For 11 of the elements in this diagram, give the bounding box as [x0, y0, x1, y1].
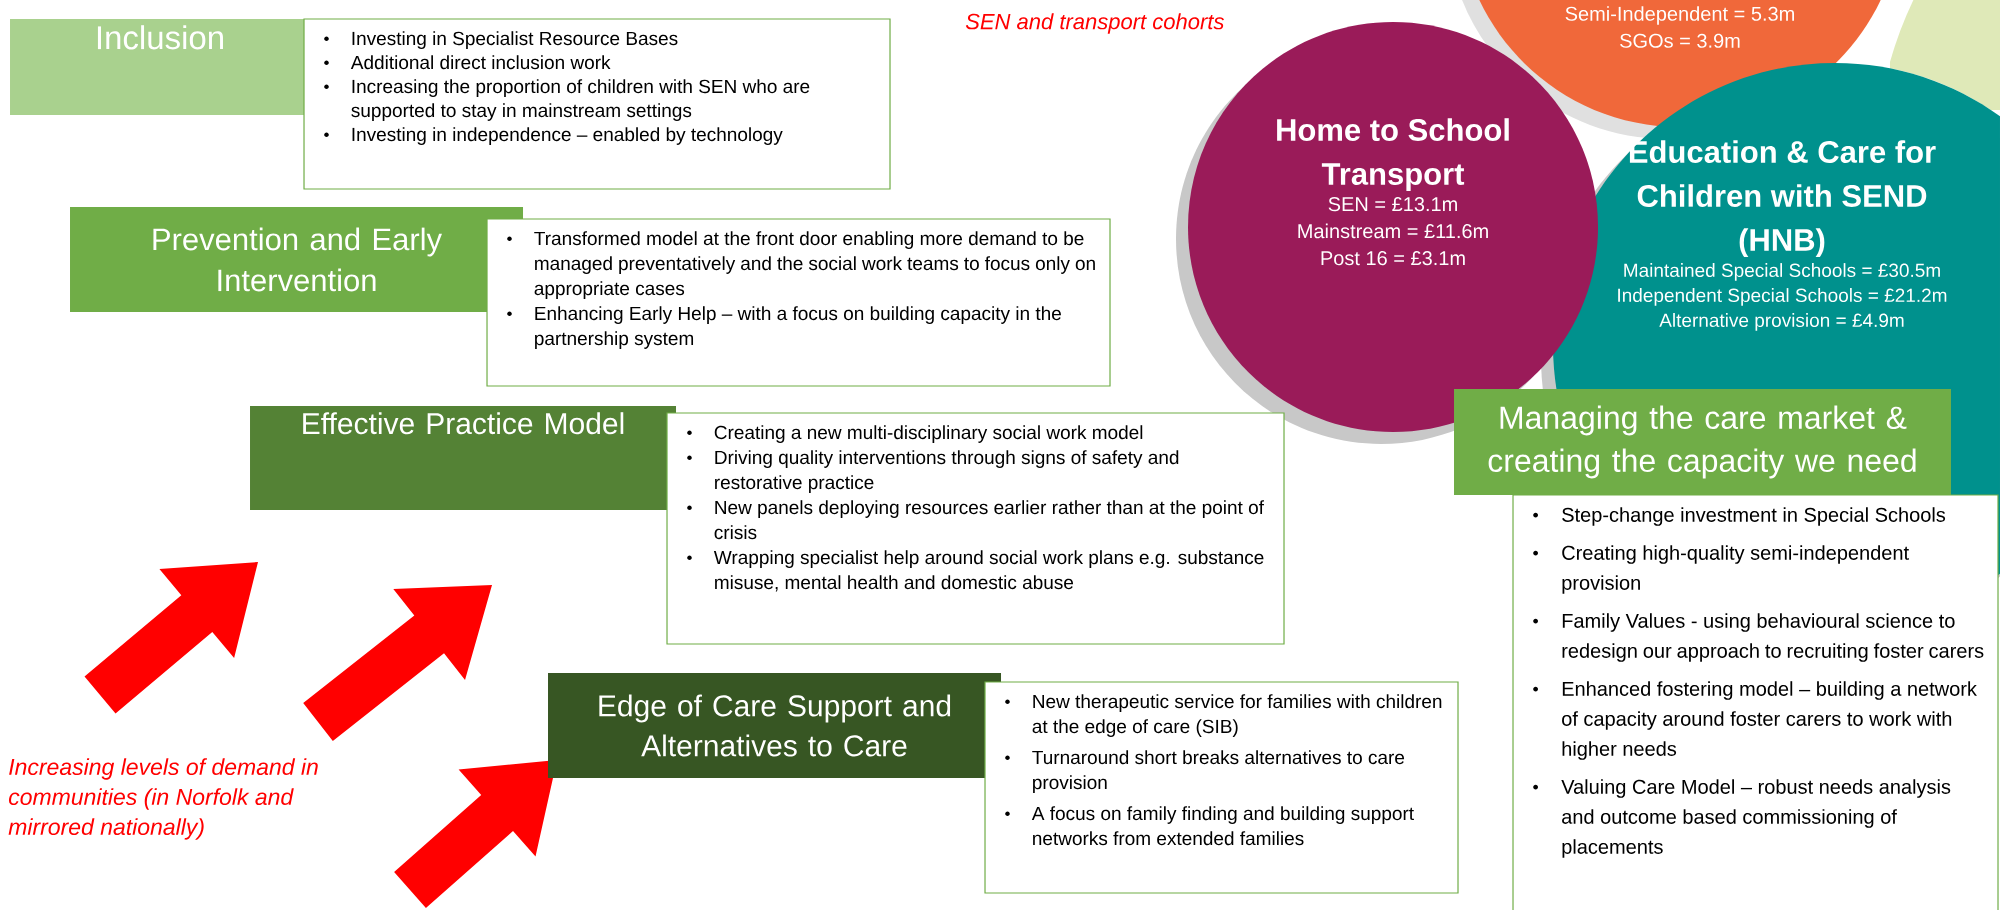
bullet-list-box: Transformed model at the front door enabling more demand to be managed preventatively and the social work teams to focus only on appropriate cases Enhancing Early Help – with a focus on building capacity in the partnership system: [486, 218, 1111, 387]
bullet-list-box: Creating a new multi-disciplinary social work model Driving quality interventions through signs of safety and restorative practice New panels deploying resources earlier rather than at the point of crisis Wrapping specialist help around social work plans e.g. substance misuse, mental health and domestic abuse: [666, 412, 1285, 645]
title-band: Inclusion: [10, 19, 310, 115]
bullet-list-box: Step-change investment in Special Schools Creating high-quality semi-independent provision Family Values - using behavioural science to redesign our approach to recruiting foster carers Enhanced fostering model – building a network of capacity around foster carers to work with higher needs Valuing Care Model – robust needs analysis and outcome based commissioning of placements: [1512, 494, 1999, 910]
title-band: Effective Practice Model: [250, 406, 676, 510]
bullet-list-box: Investing in Specialist Resource Bases Additional direct inclusion work Increasing the proportion of children with SEN who are supported to stay in mainstream settings Investing in independence – enabled by technology: [303, 18, 891, 190]
title-band: Edge of Care Support and Alternatives to Care: [548, 673, 1001, 778]
note-text: Increasing levels of demand in communities (in Norfolk and mirrored nationally): [8, 758, 318, 840]
title-band: Managing the care market & creating the capacity we need: [1454, 389, 1951, 495]
bullet-list-box: New therapeutic service for families with children at the edge of care (SIB) Turnaround short breaks alternatives to care provision A focus on family finding and building support networks from extended families: [984, 681, 1459, 894]
title-band: Prevention and Early Intervention: [70, 207, 523, 312]
